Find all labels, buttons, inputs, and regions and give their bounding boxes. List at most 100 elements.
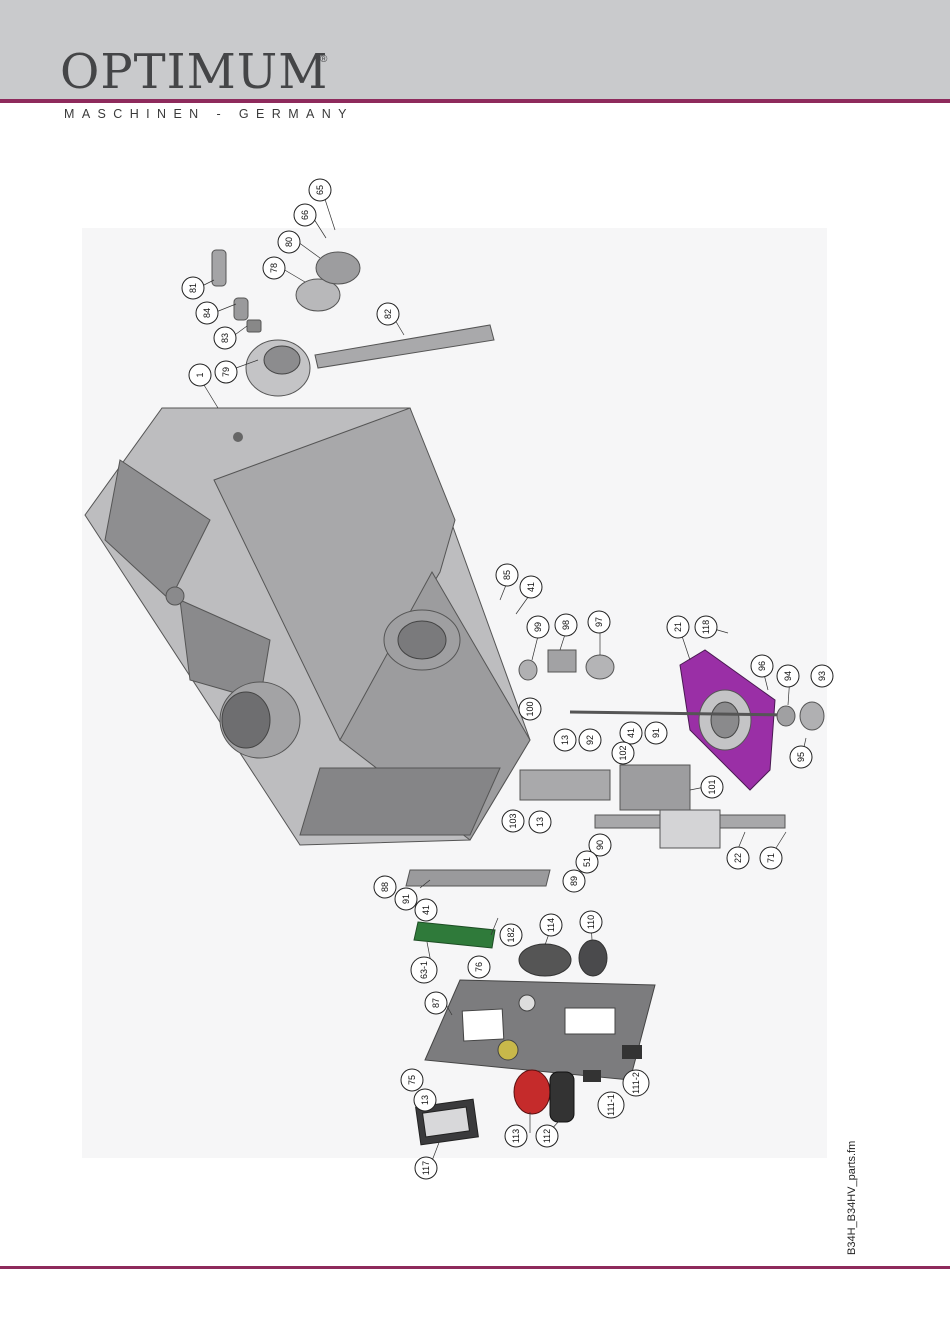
part-number-label: 22: [733, 853, 743, 863]
part-callout: 22: [727, 847, 749, 869]
part-number-label: 66: [300, 210, 310, 220]
part-callout: 80: [278, 231, 300, 253]
part-number-label: 13: [535, 817, 545, 827]
part-number-label: 110: [586, 915, 596, 929]
part-number-label: 13: [560, 735, 570, 745]
part-callout: 76: [468, 956, 490, 978]
part-number-label: 182: [506, 927, 516, 942]
part-callout: 82: [377, 303, 399, 325]
part-callout: 102: [612, 742, 634, 764]
part-number-label: 111-1: [606, 1094, 616, 1116]
part-number-label: 117: [421, 1161, 431, 1175]
part-number-label: 100: [525, 701, 535, 716]
part-callout: 113: [505, 1125, 527, 1147]
part-callout: 110: [580, 911, 602, 933]
part-number-label: 93: [817, 671, 827, 681]
part-callout: 13: [554, 729, 576, 751]
part-number-label: 98: [561, 620, 571, 630]
part-callout: 101: [701, 776, 723, 798]
part-number-label: 71: [766, 853, 776, 863]
part-number-label: 84: [202, 308, 212, 318]
part-number-label: 113: [511, 1129, 521, 1143]
part-callout: 93: [811, 665, 833, 687]
part-number-label: 101: [707, 779, 717, 794]
part-number-label: 89: [569, 876, 579, 886]
part-callout: 111-1: [598, 1092, 624, 1118]
part-callout: 71: [760, 847, 782, 869]
part-number-label: 79: [221, 367, 231, 377]
part-callout: 79: [215, 361, 237, 383]
part-callout: 88: [374, 876, 396, 898]
part-callout: 117: [415, 1157, 437, 1179]
part-number-label: 80: [284, 237, 294, 247]
part-number-label: 85: [502, 570, 512, 580]
part-number-label: 51: [582, 857, 592, 867]
part-callout: 94: [777, 665, 799, 687]
footer-rule: [0, 1266, 950, 1269]
part-number-label: 97: [594, 617, 604, 627]
part-number-label: 78: [269, 263, 279, 273]
part-callout: 85: [496, 564, 518, 586]
part-number-label: 102: [618, 745, 628, 760]
part-number-label: 65: [315, 185, 325, 195]
part-callout: 99: [527, 616, 549, 638]
part-number-label: 103: [508, 813, 518, 828]
part-number-label: 76: [474, 962, 484, 972]
part-callout: 111-2: [623, 1070, 649, 1096]
part-callout: 75: [401, 1069, 423, 1091]
part-callout: 97: [588, 611, 610, 633]
part-callout: 92: [579, 729, 601, 751]
part-number-label: 21: [673, 622, 683, 632]
part-number-label: 111-2: [631, 1072, 641, 1094]
part-callout: 95: [790, 746, 812, 768]
part-callout: 112: [536, 1125, 558, 1147]
part-callout: 91: [395, 888, 417, 910]
part-callout: 84: [196, 302, 218, 324]
part-callout: 13: [529, 811, 551, 833]
part-number-label: 94: [783, 671, 793, 681]
part-callout: 13: [414, 1089, 436, 1111]
part-number-label: 81: [188, 283, 198, 293]
part-number-label: 82: [383, 309, 393, 319]
part-callout: 1: [189, 364, 211, 386]
part-number-label: 118: [701, 620, 711, 634]
top-shaft-assembly: [212, 250, 494, 396]
part-number-label: 75: [407, 1075, 417, 1085]
part-callout: 63-1: [411, 957, 437, 983]
part-number-label: 87: [431, 998, 441, 1008]
part-callout: 118: [695, 616, 717, 638]
part-callout: 83: [214, 327, 236, 349]
part-callout: 182: [500, 924, 522, 946]
part-number-label: 90: [595, 840, 605, 850]
part-callout: 89: [563, 870, 585, 892]
part-callout: 98: [555, 614, 577, 636]
part-callout: 65: [309, 179, 331, 201]
control-panel-plate: [416, 980, 655, 1145]
part-number-label: 41: [626, 728, 636, 738]
part-number-label: 92: [585, 735, 595, 745]
part-callout: 87: [425, 992, 447, 1014]
part-callout: 91: [645, 722, 667, 744]
part-callout: 66: [294, 204, 316, 226]
part-callout: 51: [576, 851, 598, 873]
gearbox-housing: [85, 408, 530, 845]
part-callout: 41: [520, 576, 542, 598]
part-number-label: 88: [380, 882, 390, 892]
part-number-label: 95: [796, 752, 806, 762]
part-callout: 41: [415, 899, 437, 921]
part-number-label: 114: [546, 918, 556, 932]
part-number-label: 96: [757, 661, 767, 671]
part-callout: 103: [502, 810, 524, 832]
part-callout: 114: [540, 914, 562, 936]
part-number-label: 41: [421, 905, 431, 915]
part-callout: 78: [263, 257, 285, 279]
part-number-label: 63-1: [419, 961, 429, 979]
part-number-label: 1: [195, 372, 205, 377]
part-callout: 21: [667, 616, 689, 638]
part-number-label: 41: [526, 582, 536, 592]
part-callout: 81: [182, 277, 204, 299]
part-number-label: 99: [533, 622, 543, 632]
part-callout: 100: [519, 698, 541, 720]
part-callout: 96: [751, 655, 773, 677]
part-number-label: 83: [220, 333, 230, 343]
